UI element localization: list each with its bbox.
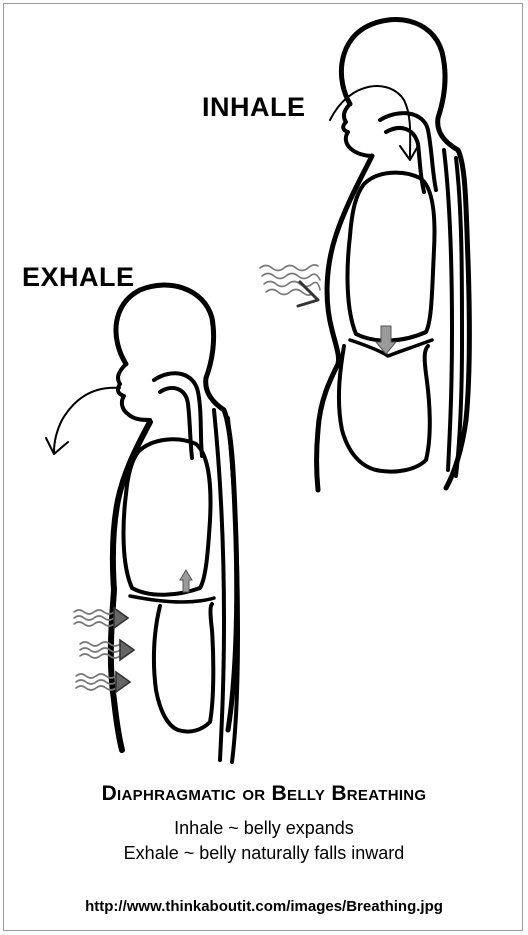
- source-url: http://www.thinkaboutit.com/images/Breat…: [0, 898, 528, 915]
- exhale-belly-wave-arrow-3: [76, 672, 130, 692]
- exhale-abdomen: [154, 604, 213, 732]
- inhale-air-arrow-head: [400, 146, 418, 160]
- inhale-belly-wave-arrow: [260, 265, 320, 306]
- exhale-label: EXHALE: [22, 262, 135, 293]
- inhale-figure: [317, 20, 470, 490]
- exhale-diaphragm-up-arrow: [180, 570, 192, 592]
- inhale-abdomen: [339, 346, 430, 472]
- caption-exhale-line: Exhale ~ belly naturally falls inward: [0, 843, 528, 864]
- exhale-belly-wave-arrow-2: [80, 640, 134, 660]
- inhale-airway: [380, 113, 436, 192]
- inhale-face-profile: [343, 104, 372, 156]
- exhale-belly-wave-arrow-1: [74, 608, 128, 628]
- inhale-air-arrow: [330, 86, 410, 158]
- inhale-spine: [444, 150, 462, 476]
- caption-title: Diaphragmatic or Belly Breathing: [0, 782, 528, 806]
- exhale-head-outline: [116, 285, 237, 730]
- exhale-lungs: [124, 439, 211, 594]
- exhale-air-arrow-head: [46, 438, 68, 454]
- inhale-lungs: [348, 173, 435, 341]
- exhale-figure: [46, 285, 238, 762]
- inhale-label: INHALE: [202, 92, 306, 123]
- exhale-diaphragm: [130, 596, 214, 602]
- exhale-face-profile: [118, 364, 150, 420]
- caption-inhale-line: Inhale ~ belly expands: [0, 818, 528, 839]
- exhale-air-arrow: [54, 388, 120, 452]
